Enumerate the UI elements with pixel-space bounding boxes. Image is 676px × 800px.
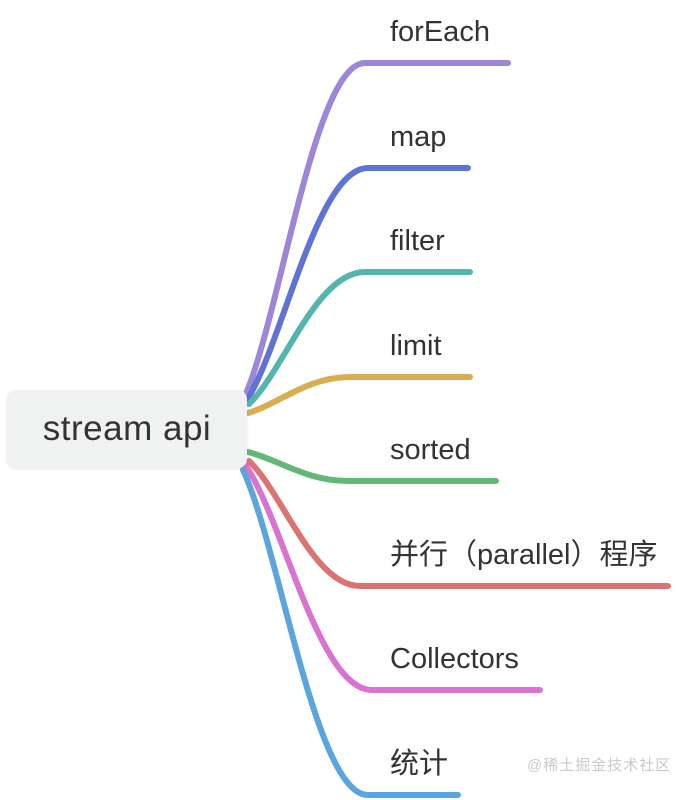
branch-node-map[interactable]: map bbox=[390, 121, 447, 153]
branch-node-foreach[interactable]: forEach bbox=[390, 16, 490, 48]
branch-node-limit[interactable]: limit bbox=[390, 330, 442, 362]
branch-line-6 bbox=[243, 463, 543, 693]
branch-node-parallel[interactable]: 并行（parallel）程序 bbox=[390, 539, 658, 571]
branch-line-0 bbox=[242, 60, 511, 399]
branch-line-3 bbox=[245, 374, 473, 416]
branch-node-sorted[interactable]: sorted bbox=[390, 434, 471, 466]
branch-line-7 bbox=[240, 467, 461, 798]
branch-node-tongji[interactable]: 统计 bbox=[390, 748, 449, 780]
branch-node-collectors[interactable]: Collectors bbox=[390, 643, 519, 675]
root-node-label: stream api bbox=[42, 409, 212, 448]
branch-line-5 bbox=[246, 458, 671, 589]
watermark: @稀土掘金技术社区 bbox=[527, 757, 672, 774]
branch-line-1 bbox=[244, 165, 471, 403]
branch-line-4 bbox=[245, 449, 499, 484]
root-node[interactable]: stream api bbox=[7, 390, 247, 468]
branch-node-filter[interactable]: filter bbox=[390, 225, 445, 257]
branch-line-2 bbox=[246, 269, 473, 407]
